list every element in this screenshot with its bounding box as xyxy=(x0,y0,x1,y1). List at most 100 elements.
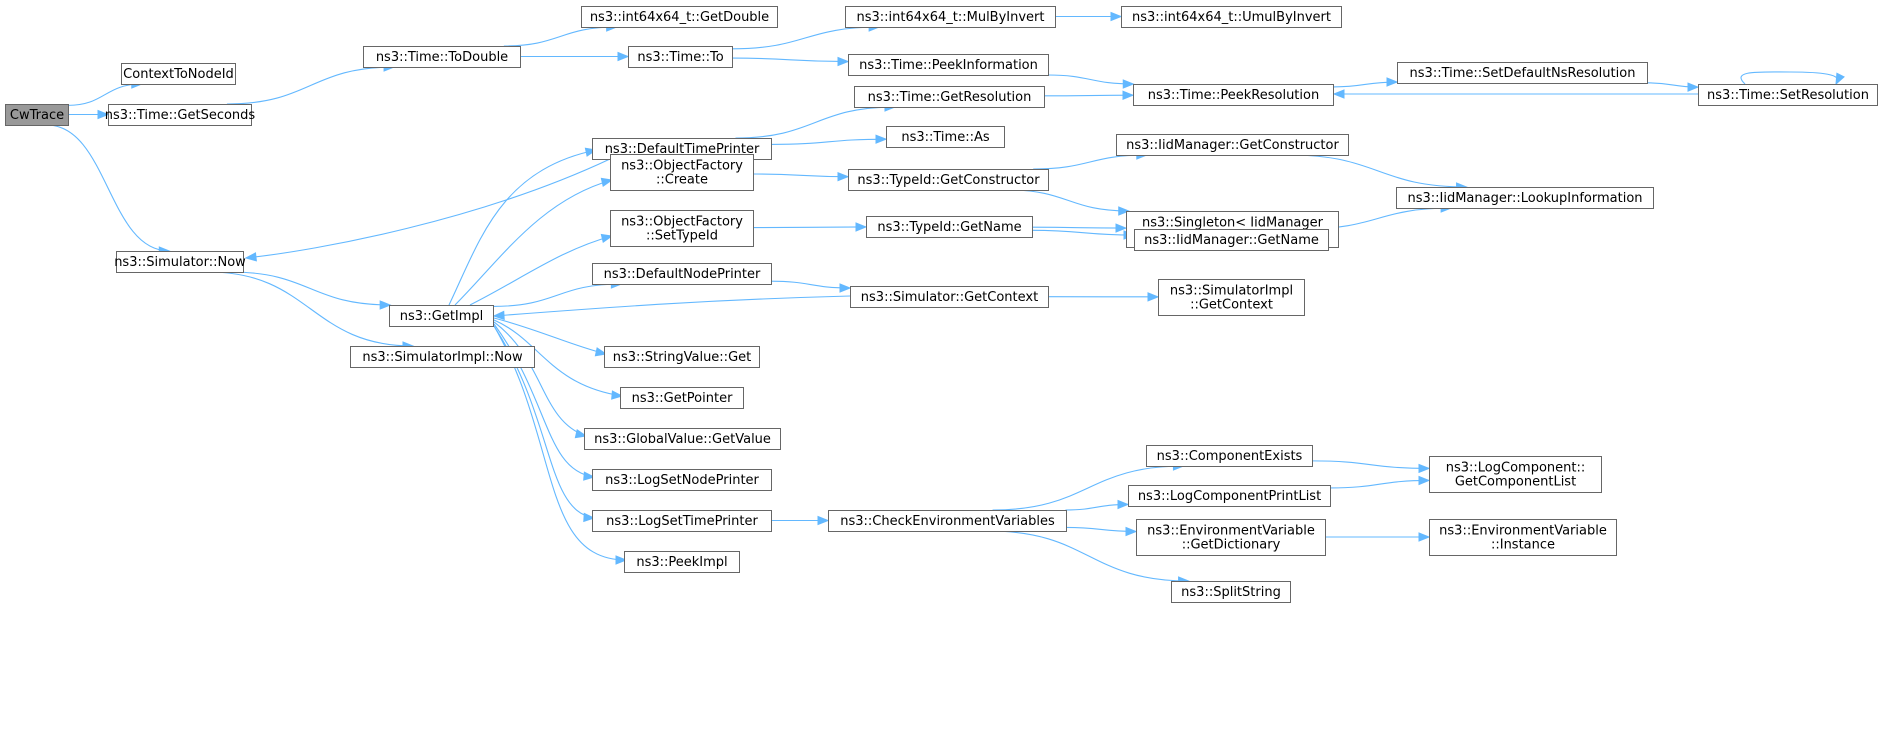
edge-line xyxy=(493,319,623,397)
node-box[interactable] xyxy=(854,86,1045,108)
node-box[interactable] xyxy=(828,510,1067,532)
edge-line xyxy=(454,179,613,306)
edge-ofsettypeid-to-typeidgetname xyxy=(752,222,868,232)
edge-line xyxy=(1740,71,1839,85)
node-box[interactable] xyxy=(624,551,740,573)
node-envinstance[interactable]: ns3::EnvironmentVariable::Instance xyxy=(1429,519,1617,556)
node-typeidgetconstructor[interactable]: ns3::TypeId::GetConstructor xyxy=(848,169,1049,191)
edge-line xyxy=(1031,226,1127,229)
node-peekresolution[interactable]: ns3::Time::PeekResolution xyxy=(1133,84,1334,106)
node-splitstring[interactable]: ns3::SplitString xyxy=(1171,581,1291,603)
node-umulbyinvert[interactable]: ns3::int64x64_t::UmulByInvert xyxy=(1121,6,1342,28)
node-iidgetname[interactable]: ns3::IidManager::GetName xyxy=(1134,229,1329,251)
node-label: ns3::Simulator::Now xyxy=(114,255,246,270)
edge-getresolution-to-peekresolution xyxy=(1043,90,1135,100)
edge-line xyxy=(67,83,142,106)
node-box[interactable] xyxy=(604,346,760,368)
node-ofsettypeid[interactable]: ns3::ObjectFactory::SetTypeId xyxy=(610,210,754,247)
node-peekinformation[interactable]: ns3::Time::PeekInformation xyxy=(848,54,1049,76)
edge-arrowhead xyxy=(492,310,505,321)
node-box[interactable] xyxy=(1429,519,1617,556)
node-box[interactable] xyxy=(1158,279,1305,316)
node-box[interactable] xyxy=(581,6,778,28)
node-label: ns3::PeekImpl xyxy=(636,555,727,570)
node-box[interactable] xyxy=(886,126,1005,148)
node-getimpl[interactable]: ns3::GetImpl xyxy=(389,305,494,327)
node-box[interactable] xyxy=(1136,519,1326,556)
node-box[interactable] xyxy=(1116,134,1349,156)
node-box[interactable] xyxy=(1134,229,1329,251)
node-box[interactable] xyxy=(1396,187,1654,209)
node-ofcreate[interactable]: ns3::ObjectFactory::Create xyxy=(610,154,754,191)
edge-getimpl-to-defaulttimeprinter xyxy=(448,147,598,306)
node-box[interactable] xyxy=(116,251,244,273)
node-getseconds[interactable]: ns3::Time::GetSeconds xyxy=(105,104,256,126)
edge-arrowhead xyxy=(1110,11,1123,22)
node-box[interactable] xyxy=(1133,84,1334,106)
node-simgetcontext[interactable]: ns3::Simulator::GetContext xyxy=(850,286,1049,308)
node-simimplgetcontext[interactable]: ns3::SimulatorImpl::GetContext xyxy=(1158,279,1305,316)
node-iidgetconstructor[interactable]: ns3::IidManager::GetConstructor xyxy=(1116,134,1349,156)
node-label: ns3::LogComponentPrintList xyxy=(1138,489,1321,504)
node-simimplnow[interactable]: ns3::SimulatorImpl::Now xyxy=(350,346,535,368)
node-timeas[interactable]: ns3::Time::As xyxy=(886,126,1005,148)
node-box[interactable] xyxy=(584,428,781,450)
node-box[interactable] xyxy=(1121,6,1342,28)
node-box[interactable] xyxy=(592,510,772,532)
node-getdouble[interactable]: ns3::int64x64_t::GetDouble xyxy=(581,6,778,28)
node-box[interactable] xyxy=(845,6,1056,28)
node-box[interactable] xyxy=(1146,445,1313,467)
node-box[interactable] xyxy=(389,305,494,327)
node-typeidgetname[interactable]: ns3::TypeId::GetName xyxy=(866,216,1033,238)
node-simnow[interactable]: ns3::Simulator::Now xyxy=(114,251,246,273)
node-box[interactable] xyxy=(866,216,1033,238)
node-box[interactable] xyxy=(628,46,733,68)
node-box[interactable] xyxy=(1397,62,1648,84)
node-cwtrace[interactable]: CwTrace xyxy=(5,104,69,126)
node-box[interactable] xyxy=(1171,581,1291,603)
node-logsetnodeprinter[interactable]: ns3::LogSetNodePrinter xyxy=(592,469,772,491)
node-label: ContextToNodeId xyxy=(123,67,234,82)
node-checkenv[interactable]: ns3::CheckEnvironmentVariables xyxy=(828,510,1067,532)
node-box[interactable] xyxy=(350,346,535,368)
node-box[interactable] xyxy=(610,210,754,247)
node-peekimpl[interactable]: ns3::PeekImpl xyxy=(624,551,740,573)
node-box[interactable] xyxy=(592,469,772,491)
node-box[interactable] xyxy=(1698,84,1878,106)
node-box[interactable] xyxy=(610,154,754,191)
node-box[interactable] xyxy=(363,46,521,68)
node-box[interactable] xyxy=(850,286,1049,308)
node-lookupinfo[interactable]: ns3::IidManager::LookupInformation xyxy=(1396,187,1654,209)
node-defaultnodeprinter[interactable]: ns3::DefaultNodePrinter xyxy=(592,263,772,285)
node-box[interactable] xyxy=(848,169,1049,191)
edge-line xyxy=(770,280,851,289)
node-logsettimeprinter[interactable]: ns3::LogSetTimePrinter xyxy=(592,510,772,532)
node-contexttonodeid[interactable]: ContextToNodeId xyxy=(121,63,236,85)
node-stringvalueget[interactable]: ns3::StringValue::Get xyxy=(604,346,760,368)
edge-peekresolution-to-setdefaultns xyxy=(1332,77,1399,88)
node-box[interactable] xyxy=(121,63,236,85)
node-label: ns3::EnvironmentVariable xyxy=(1439,524,1607,539)
node-setdefaultns[interactable]: ns3::Time::SetDefaultNsResolution xyxy=(1397,62,1648,84)
node-box[interactable] xyxy=(848,54,1049,76)
edge-arrowhead xyxy=(1386,77,1399,87)
node-componentexists[interactable]: ns3::ComponentExists xyxy=(1146,445,1313,467)
edge-mulbyinvert-to-umulbyinvert xyxy=(1055,11,1123,22)
node-logcomponentprintlist[interactable]: ns3::LogComponentPrintList xyxy=(1128,485,1331,507)
node-getresolution[interactable]: ns3::Time::GetResolution xyxy=(854,86,1045,108)
node-timeto[interactable]: ns3::Time::To xyxy=(628,46,733,68)
node-getcomponentlist[interactable]: ns3::LogComponent::GetComponentList xyxy=(1429,456,1602,493)
node-box[interactable] xyxy=(620,387,744,409)
node-globalvalueget[interactable]: ns3::GlobalValue::GetValue xyxy=(584,428,781,450)
node-todouble[interactable]: ns3::Time::ToDouble xyxy=(363,46,521,68)
node-box[interactable] xyxy=(5,104,69,126)
node-envgetdict[interactable]: ns3::EnvironmentVariable::GetDictionary xyxy=(1136,519,1326,556)
node-getpointer[interactable]: ns3::GetPointer xyxy=(620,387,744,409)
edge-logcomponentprintlist-to-getcomponentlist xyxy=(1329,475,1431,489)
node-box[interactable] xyxy=(592,263,772,285)
node-box[interactable] xyxy=(1128,485,1331,507)
node-box[interactable] xyxy=(108,104,252,126)
node-mulbyinvert[interactable]: ns3::int64x64_t::MulByInvert xyxy=(845,6,1056,28)
node-setresolution[interactable]: ns3::Time::SetResolution xyxy=(1698,84,1878,106)
node-box[interactable] xyxy=(1429,456,1602,493)
